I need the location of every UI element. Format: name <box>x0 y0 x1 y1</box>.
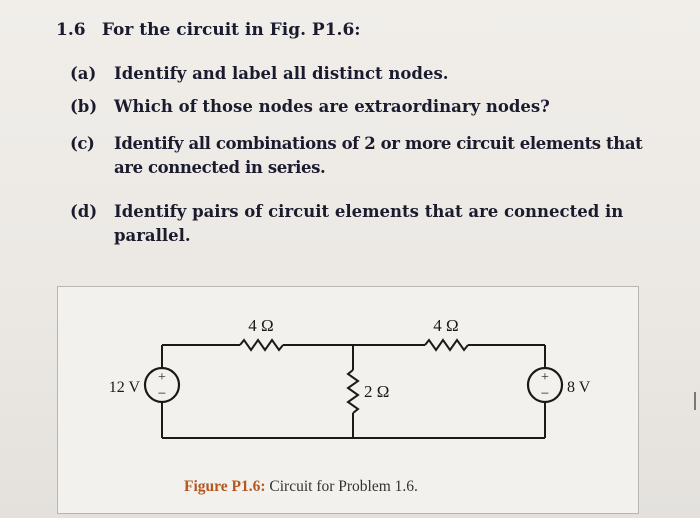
resistor-4ohm-right-label: 4 Ω <box>433 316 458 335</box>
part-d-text-line1: Identify pairs of circuit elements that … <box>114 202 624 221</box>
part-a: (a) Identify and label all distinct node… <box>70 62 670 86</box>
resistor-2ohm <box>346 369 360 414</box>
resistor-4ohm-left-label: 4 Ω <box>248 316 273 335</box>
part-d: (d) Identify pairs of circuit elements t… <box>70 200 670 248</box>
figure-caption: Figure P1.6: Circuit for Problem 1.6. <box>184 478 418 496</box>
page-edge-mark <box>694 392 696 410</box>
resistor-4ohm-left <box>239 338 284 352</box>
resistor-2ohm-label: 2 Ω <box>364 382 389 401</box>
part-d-label: (d) <box>70 202 98 221</box>
part-c-text-line1: Identify all combinations of 2 or more c… <box>114 134 643 153</box>
part-d-text-line2: parallel. <box>114 226 191 245</box>
problem-1-6: 1.6 For the circuit in Fig. P1.6: <box>56 18 666 42</box>
source-8v-plus: + <box>541 370 549 385</box>
source-8v-minus: − <box>541 386 549 402</box>
resistor-4ohm-right <box>424 338 469 352</box>
part-b-label: (b) <box>70 97 98 116</box>
part-b-text: Which of those nodes are extraordinary n… <box>114 97 550 116</box>
problem-statement: For the circuit in Fig. P1.6: <box>101 20 361 40</box>
problem-number: 1.6 <box>56 20 86 40</box>
part-c-label: (c) <box>70 134 95 153</box>
part-b: (b) Which of those nodes are extraordina… <box>70 95 670 119</box>
source-12v-plus: + <box>158 370 166 385</box>
source-12v-minus: − <box>158 386 166 402</box>
part-c: (c) Identify all combinations of 2 or mo… <box>70 132 680 180</box>
figure-caption-label: Figure P1.6: <box>184 478 266 495</box>
problem-header: 1.6 For the circuit in Fig. P1.6: <box>56 18 666 42</box>
part-a-text: Identify and label all distinct nodes. <box>114 64 449 83</box>
part-c-text-line2: are connected in series. <box>114 158 326 177</box>
part-a-label: (a) <box>70 64 97 83</box>
source-12v-label: 12 V <box>109 379 141 396</box>
source-8v-label: 8 V <box>567 379 591 396</box>
figure-caption-text: Circuit for Problem 1.6. <box>269 478 418 495</box>
